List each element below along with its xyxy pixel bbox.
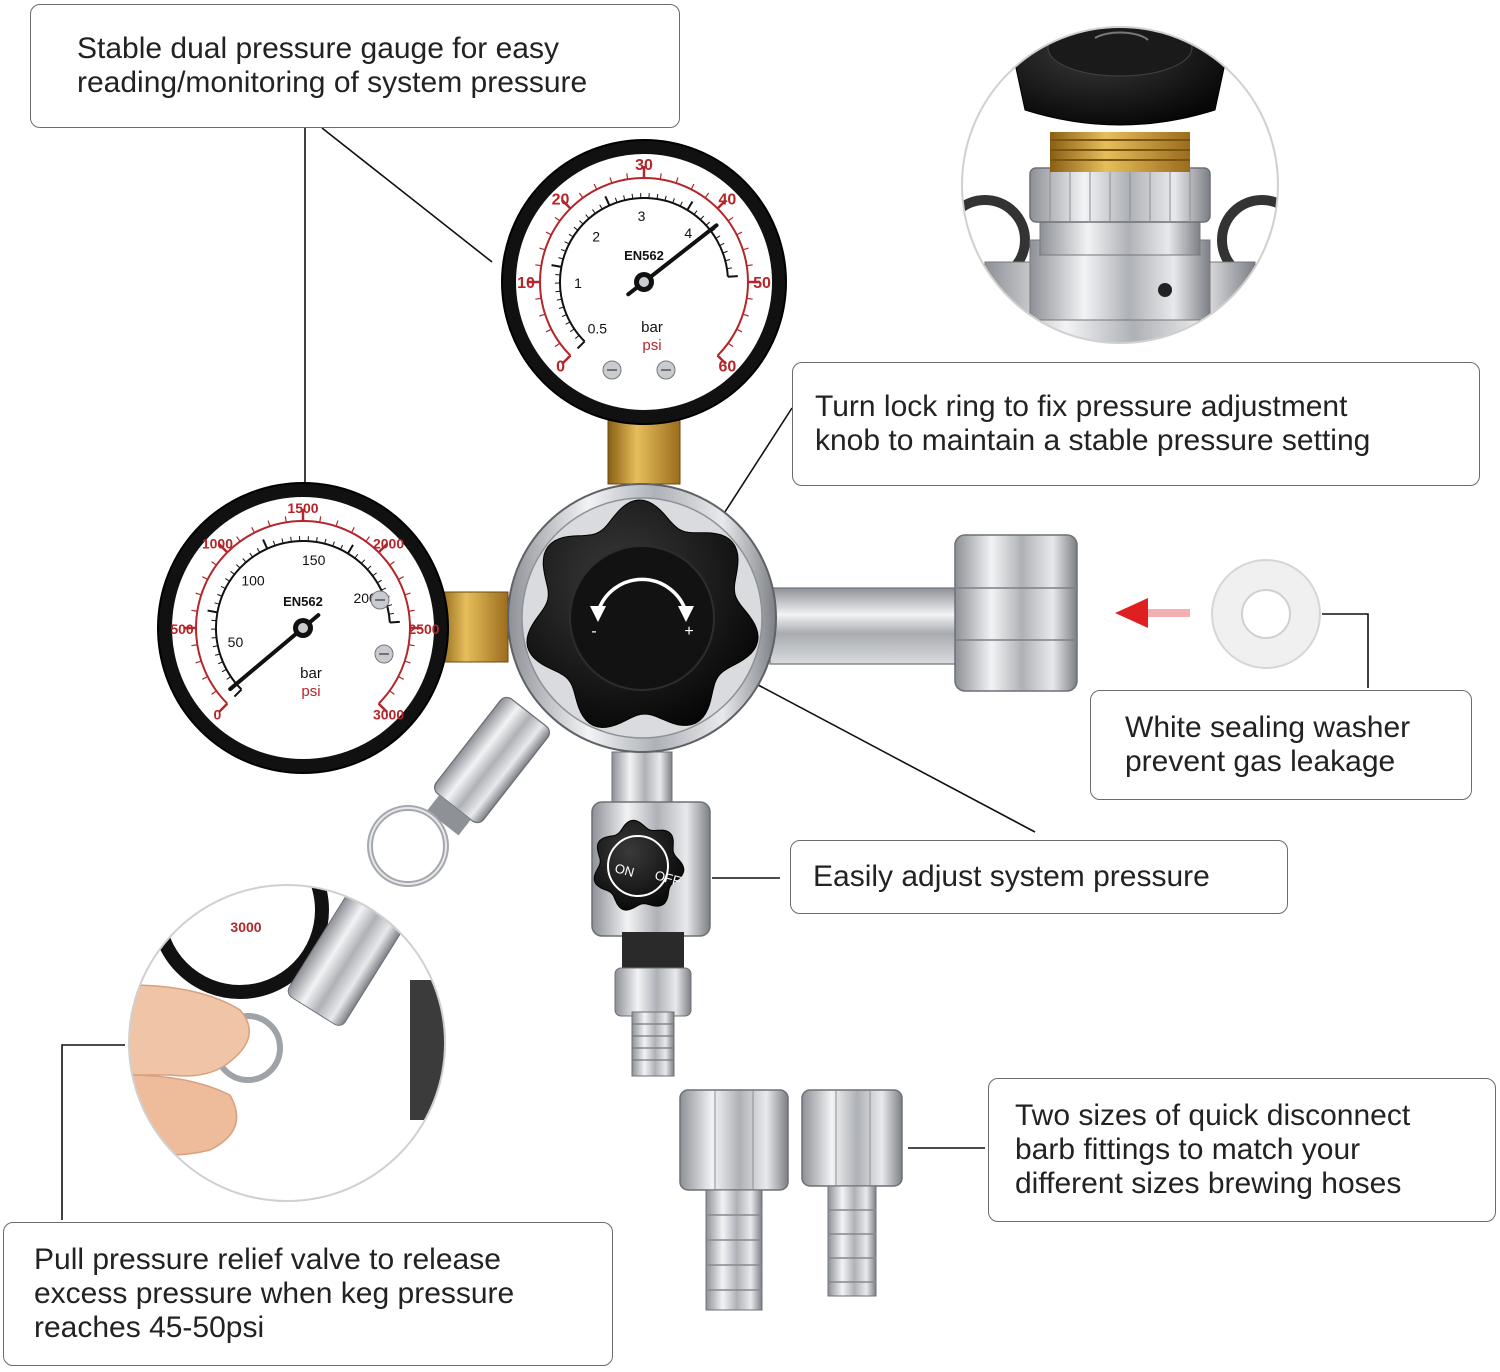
psi-tick-label: 3000 <box>373 707 404 723</box>
callout-relief-valve-line-1: Pull pressure relief valve to release <box>34 1243 501 1276</box>
shutoff-valve-knob: ON OFF <box>593 819 685 911</box>
gauge-model-label: EN562 <box>624 248 664 263</box>
leader-lines <box>61 127 1369 1220</box>
callout-lock-ring-line-2: knob to maintain a stable pressure setti… <box>815 424 1371 457</box>
valve-on-label: ON <box>613 860 636 880</box>
psi-tick-label: 30 <box>635 157 653 174</box>
psi-tick-label: 50 <box>753 275 771 292</box>
bar-tick-label: 50 <box>228 634 244 650</box>
knob-plus-label: + <box>684 623 693 640</box>
callout-sealing-washer: White sealing washer prevent gas leakage <box>1090 690 1472 800</box>
bar-tick-label: 100 <box>241 572 265 588</box>
valve-off-label: OFF <box>653 867 682 888</box>
psi-tick-label: 0 <box>214 707 222 723</box>
psi-tick-label: 20 <box>552 192 570 209</box>
callout-sealing-washer-line-1: White sealing washer <box>1125 711 1411 744</box>
psi-tick-label: 40 <box>719 192 737 209</box>
bar-tick-label: 0.5 <box>588 321 608 337</box>
bar-tick-label: 2 <box>592 229 600 245</box>
psi-tick-label: 2000 <box>373 535 404 551</box>
barb-fitting-large <box>679 1089 789 1311</box>
callout-lock-ring: Turn lock ring to fix pressure adjustmen… <box>792 362 1480 486</box>
barb-fitting-small <box>801 1089 903 1297</box>
sealing-washer <box>1211 559 1321 669</box>
psi-tick-label: 10 <box>517 275 535 292</box>
callout-barb-fittings-line-1: Two sizes of quick disconnect <box>1015 1099 1411 1132</box>
inset-gauge-label: 3000 <box>230 919 261 935</box>
pressure-relief-valve <box>367 696 551 887</box>
callout-barb-fittings: Two sizes of quick disconnect barb fitti… <box>988 1078 1496 1222</box>
callout-barb-fittings-line-3: different sizes brewing hoses <box>1015 1167 1402 1200</box>
callout-relief-valve-line-3: reaches 45-50psi <box>34 1311 265 1344</box>
gauge-model-label: EN562 <box>283 594 323 609</box>
bar-tick-label: 150 <box>302 552 326 568</box>
lock-ring <box>1029 167 1211 223</box>
bar-tick-label: 3 <box>638 208 646 224</box>
callout-sealing-washer-line-2: prevent gas leakage <box>1125 745 1396 778</box>
callout-lock-ring-line-1: Turn lock ring to fix pressure adjustmen… <box>815 390 1348 423</box>
callout-dual-gauge-line-2: reading/monitoring of system pressure <box>77 66 588 99</box>
gauge-unit-psi: psi <box>642 337 661 354</box>
gauge-unit-psi: psi <box>301 683 320 700</box>
knob-minus-label: - <box>591 623 596 640</box>
lock-ring-inset <box>961 26 1279 344</box>
bar-tick-label: 1 <box>574 275 582 291</box>
psi-tick-label: 500 <box>170 621 194 637</box>
high-pressure-gauge: 05001000150020002500300050100150200EN562… <box>157 482 449 774</box>
callout-relief-valve: Pull pressure relief valve to release ex… <box>3 1222 613 1366</box>
gauge-unit-bar: bar <box>641 319 663 336</box>
psi-tick-label: 1000 <box>202 535 233 551</box>
callout-relief-valve-line-2: excess pressure when keg pressure <box>34 1277 515 1310</box>
brass-connector-left <box>437 591 509 663</box>
psi-tick-label: 0 <box>556 358 565 375</box>
arrow-icon <box>1115 598 1190 628</box>
callout-adjust-pressure: Easily adjust system pressure <box>790 840 1288 914</box>
inlet-hex-nut <box>954 534 1078 692</box>
gauge-unit-bar: bar <box>300 665 322 682</box>
pressure-adjustment-knob: - + <box>526 499 759 729</box>
bar-tick-label: 4 <box>684 225 692 241</box>
callout-dual-gauge-line-1: Stable dual pressure gauge for easy <box>77 32 559 65</box>
callout-barb-fittings-line-2: barb fittings to match your <box>1015 1133 1361 1166</box>
callout-dual-gauge: Stable dual pressure gauge for easy read… <box>30 4 680 128</box>
callout-adjust-pressure-line-1: Easily adjust system pressure <box>813 860 1210 893</box>
outlet-fitting <box>614 932 692 1077</box>
psi-tick-label: 1500 <box>287 500 318 516</box>
relief-valve-inset: 3000 <box>128 884 446 1202</box>
psi-tick-label: 2500 <box>408 621 439 637</box>
rotate-arrows-icon <box>596 577 688 614</box>
psi-tick-label: 60 <box>719 358 737 375</box>
inlet-pipe <box>769 587 961 665</box>
